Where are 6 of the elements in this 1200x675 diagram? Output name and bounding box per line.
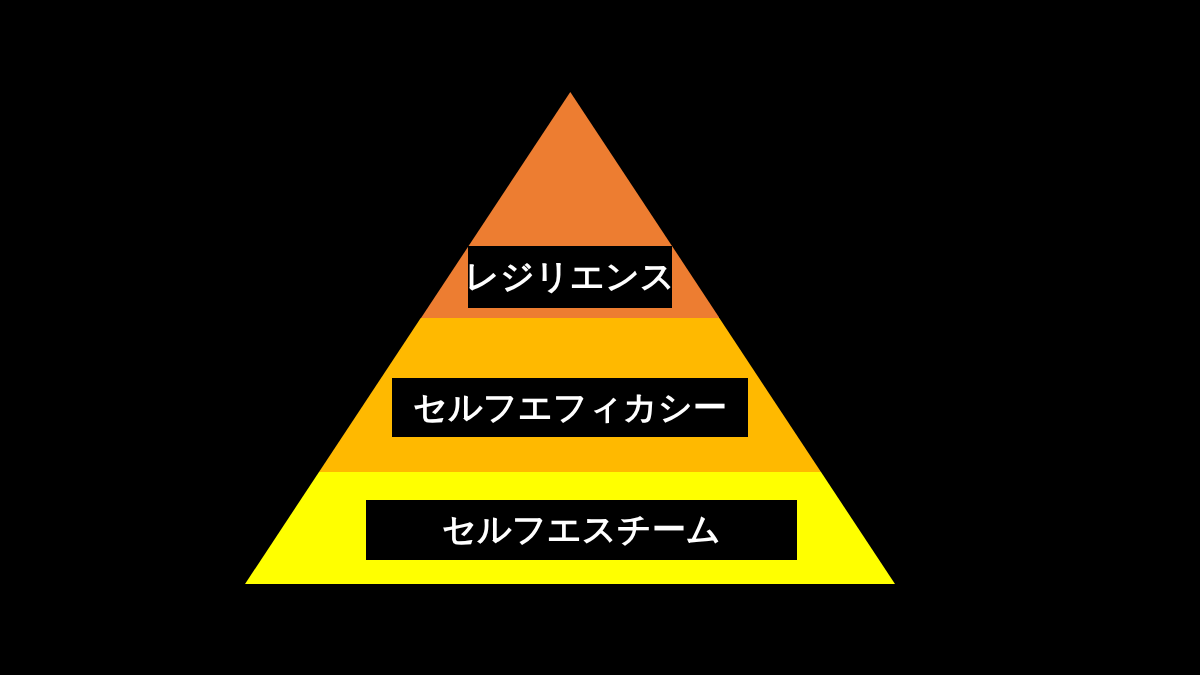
level-label: レジリエンス [468, 246, 672, 308]
pyramid-level [245, 472, 895, 584]
level-label: セルフエフィカシー [392, 378, 748, 437]
level-label: セルフエスチーム [366, 500, 797, 560]
pyramid-level [318, 318, 821, 472]
pyramid-level [420, 92, 720, 318]
